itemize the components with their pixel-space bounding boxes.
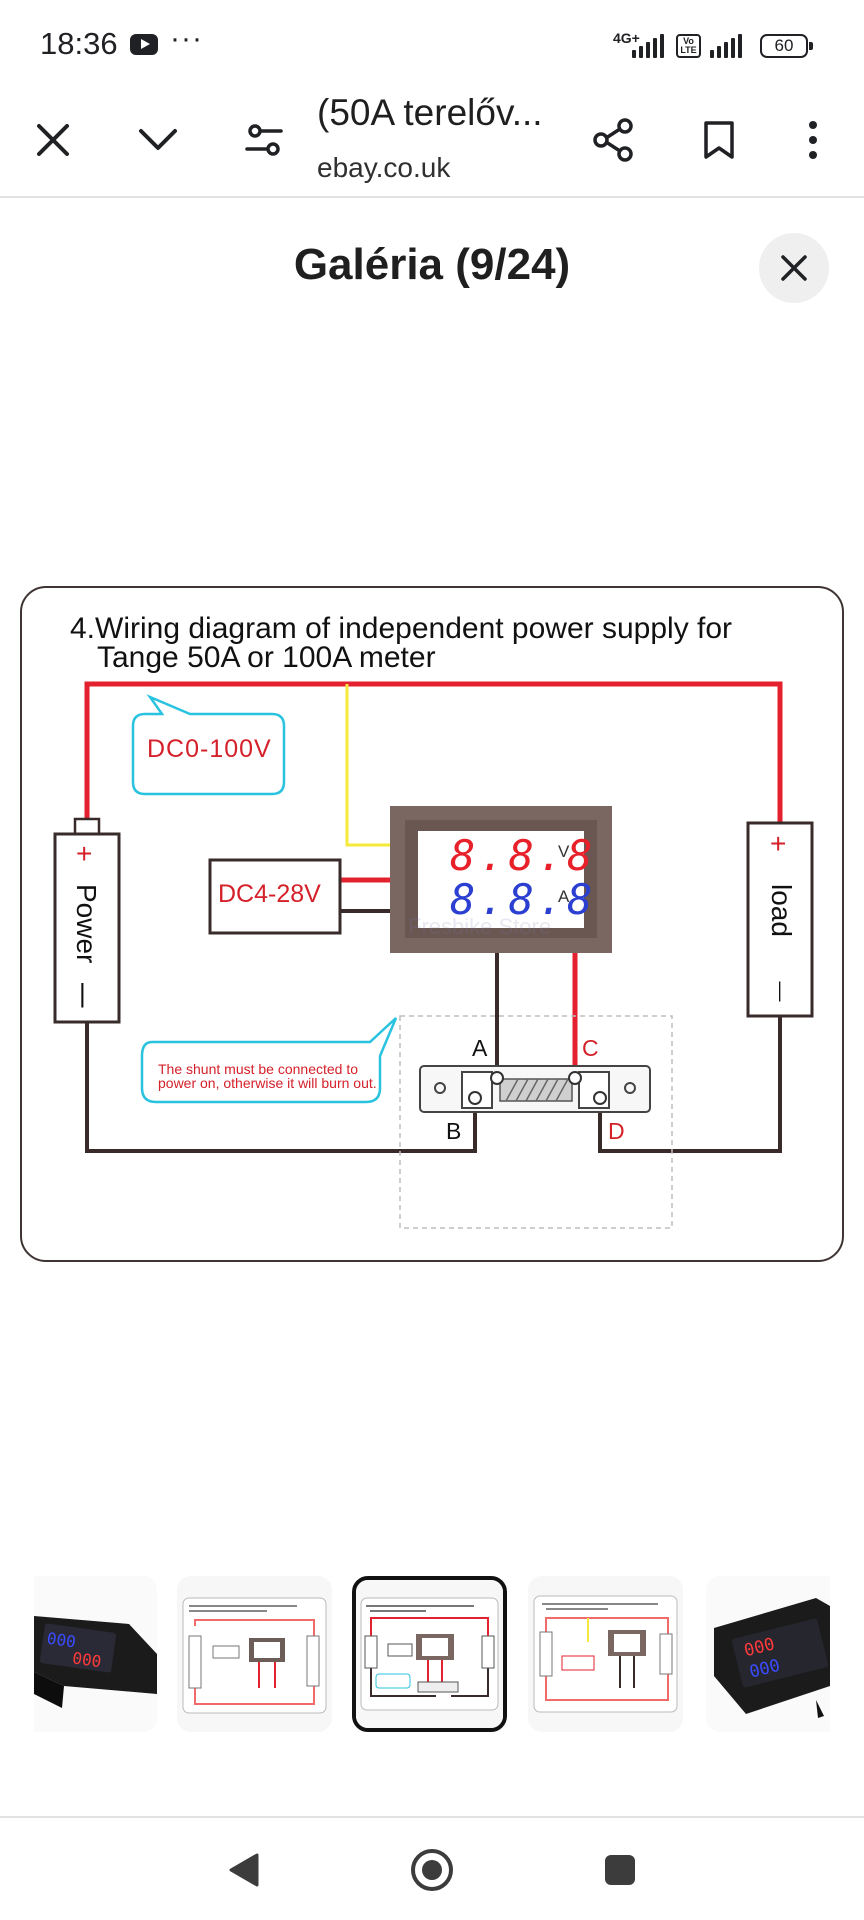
close-icon (781, 255, 807, 281)
power-minus-sign: | (79, 978, 86, 1008)
diagram-title-line-2: Tange 50A or 100A meter (97, 641, 436, 674)
back-triangle-icon (229, 1853, 259, 1887)
recents-square-icon (605, 1855, 635, 1885)
nav-home-button[interactable] (400, 1838, 464, 1902)
signal-strength-icon-1 (630, 34, 670, 58)
diagram-thumbnail (528, 1576, 683, 1732)
shunt-dashed-outline (399, 1015, 673, 1229)
load-label: load (766, 884, 797, 937)
gallery-title: Galéria (9/24) (293, 240, 571, 289)
voltage-unit: V (558, 842, 570, 861)
current-digits: 8.8.8 (450, 875, 597, 924)
battery-icon: 60 (760, 34, 813, 58)
browser-toolbar: (50A terelőv... ebay.co.uk (0, 86, 864, 198)
system-navigation-bar (0, 1816, 864, 1920)
network-type-label: 4G+ (613, 30, 640, 46)
minimize-button[interactable] (126, 108, 190, 172)
thumbnail-wiring-diagram-selected[interactable] (352, 1576, 507, 1732)
overflow-menu-button[interactable] (781, 108, 845, 172)
tune-icon (245, 124, 283, 156)
meter-photo-thumbnail: 000 000 (34, 1576, 157, 1732)
share-button[interactable] (581, 108, 645, 172)
thumbnail-meter-photo-2[interactable]: 000 000 (706, 1576, 830, 1732)
voltage-digits: 8.8.8 (450, 831, 597, 880)
svg-text:000: 000 (46, 1629, 77, 1652)
svg-text:000: 000 (71, 1648, 102, 1671)
bookmark-button[interactable] (687, 108, 751, 172)
close-icon (37, 124, 69, 156)
nav-back-button[interactable] (212, 1838, 276, 1902)
signal-strength-icon-2 (708, 34, 748, 58)
page-settings-button[interactable] (232, 108, 296, 172)
terminal-a-label: A (472, 1035, 488, 1061)
terminal-c-label: C (582, 1035, 599, 1061)
terminal-d-label: D (608, 1118, 625, 1144)
more-notifications-icon: ··· (170, 22, 203, 55)
aux-supply-label: DC4-28V (218, 880, 321, 908)
youtube-notification-icon (130, 34, 158, 55)
status-bar: 18:36 ··· 4G+ Vo LTE 60 (0, 0, 864, 86)
chevron-down-icon (139, 129, 177, 150)
bookmark-icon (704, 121, 734, 159)
page-title[interactable]: (50A terelőv... (317, 92, 543, 133)
gallery-close-button[interactable] (759, 233, 829, 303)
close-tab-button[interactable] (21, 108, 85, 172)
load-box (746, 821, 814, 1018)
voltage-range-label: DC0-100V (147, 735, 272, 763)
terminal-b-label: B (446, 1118, 462, 1144)
load-minus-sign: — (769, 981, 792, 1002)
meter-photo-thumbnail: 000 000 (706, 1576, 830, 1732)
thumbnail-wiring-diagram-1[interactable] (177, 1576, 332, 1732)
diagram-thumbnail (356, 1580, 503, 1728)
diagram-thumbnail (177, 1576, 332, 1732)
nav-recents-button[interactable] (588, 1838, 652, 1902)
shunt-warning-note: The shunt must be connected to power on,… (158, 1061, 377, 1091)
page-url[interactable]: ebay.co.uk (317, 152, 451, 183)
thumbnail-strip[interactable]: 000 000 (0, 1572, 864, 1736)
voltmeter-ammeter (390, 806, 612, 953)
diagram-title: 4.Wiring diagram of independent power su… (70, 612, 733, 674)
more-vert-icon (809, 121, 817, 159)
gallery-main-image[interactable]: 4.Wiring diagram of independent power su… (20, 586, 844, 1262)
voltage-sense-wire (345, 684, 390, 847)
load-plus-sign: + (770, 828, 787, 859)
home-circle-icon (411, 1849, 453, 1891)
shunt-note-bubble (140, 1017, 398, 1104)
thumbnail-meter-photo-1[interactable]: 000 000 (34, 1576, 157, 1732)
watermark: Fresbike Store (408, 914, 552, 939)
volte-icon: Vo LTE (676, 34, 701, 58)
power-plus-sign: + (76, 838, 93, 869)
shunt (419, 1065, 651, 1113)
negative-wires (85, 909, 782, 1153)
share-icon (593, 118, 633, 162)
diagram-title-line-1: 4.Wiring diagram of independent power su… (70, 612, 733, 645)
thumbnail-wiring-diagram-2[interactable] (528, 1576, 683, 1732)
voltage-bubble (131, 694, 286, 796)
status-time: 18:36 (40, 26, 118, 61)
power-supply-battery (53, 817, 121, 1024)
current-unit: A (558, 887, 570, 906)
aux-supply-box (208, 858, 342, 935)
wiring-diagram (53, 681, 814, 1229)
power-label: Power (71, 884, 102, 964)
